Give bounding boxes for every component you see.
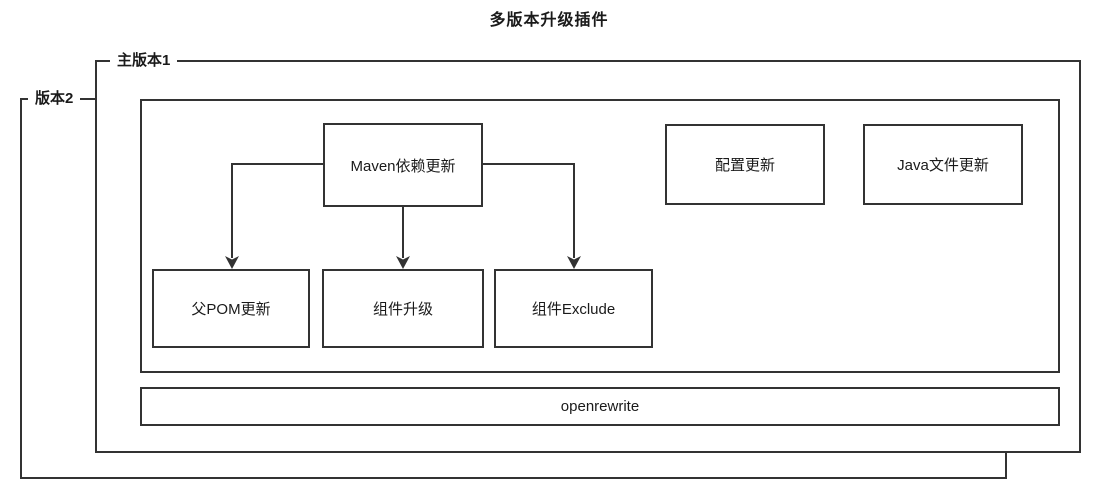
node-openrewrite: openrewrite (140, 387, 1060, 426)
diagram-title: 多版本升级插件 (489, 12, 609, 29)
node-component-upgrade: 组件升级 (322, 269, 484, 348)
node-maven-dependency-update: Maven依赖更新 (323, 123, 483, 207)
frame-version2-label: 版本2 (28, 90, 81, 108)
node-config-update: 配置更新 (665, 124, 825, 205)
node-java-file-update: Java文件更新 (863, 124, 1023, 205)
node-parent-pom-update: 父POM更新 (152, 269, 310, 348)
node-component-exclude: 组件Exclude (494, 269, 653, 348)
frame-main-version1-label: 主版本1 (110, 52, 178, 70)
